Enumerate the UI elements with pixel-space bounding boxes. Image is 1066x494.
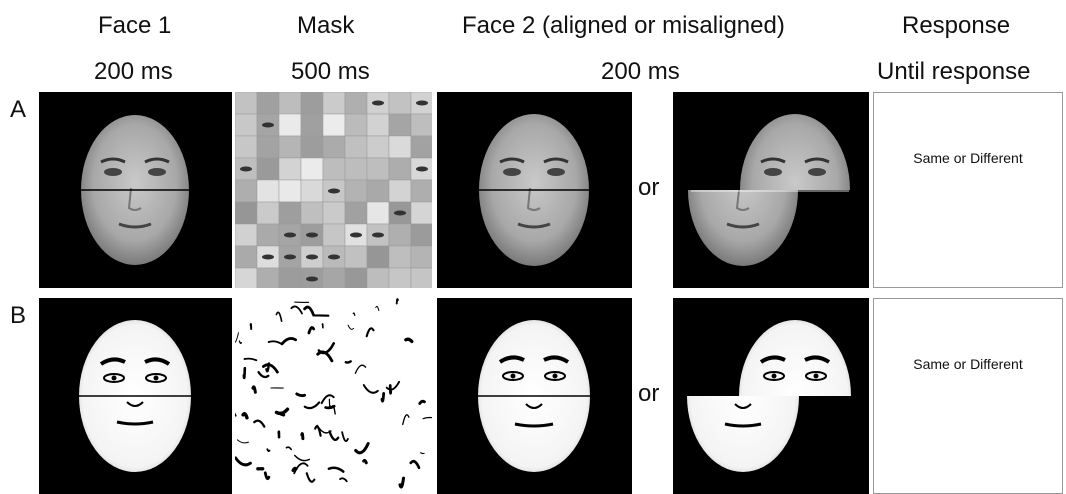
or-label-a: or — [638, 174, 660, 201]
row-label-a: A — [10, 96, 27, 123]
face1-time: 200 ms — [94, 58, 173, 85]
mask-scrambled-drawing-b — [235, 298, 432, 494]
face2-aligned-photo-a — [437, 92, 632, 288]
mask-scrambled-photo-a — [235, 92, 432, 288]
face2-title: Face 2 (aligned or misaligned) — [462, 12, 785, 39]
face1-drawing-b — [39, 298, 232, 494]
face2-misaligned-photo-a — [673, 92, 869, 288]
mask-time: 500 ms — [291, 58, 370, 85]
response-time: Until response — [877, 58, 1031, 85]
face2-aligned-drawing-b — [437, 298, 632, 494]
response-text-b: Same or Different — [913, 356, 1023, 372]
response-box-b: Same or Different — [873, 298, 1063, 494]
or-label-b: or — [638, 380, 660, 407]
mask-title: Mask — [297, 12, 355, 39]
face1-photo-a — [39, 92, 232, 288]
response-title: Response — [902, 12, 1011, 39]
response-text-a: Same or Different — [913, 150, 1023, 166]
row-label-b: B — [10, 302, 27, 329]
face2-time: 200 ms — [601, 58, 680, 85]
response-box-a: Same or Different — [873, 92, 1063, 288]
face2-misaligned-drawing-b — [673, 298, 869, 494]
face1-title: Face 1 — [98, 12, 172, 39]
